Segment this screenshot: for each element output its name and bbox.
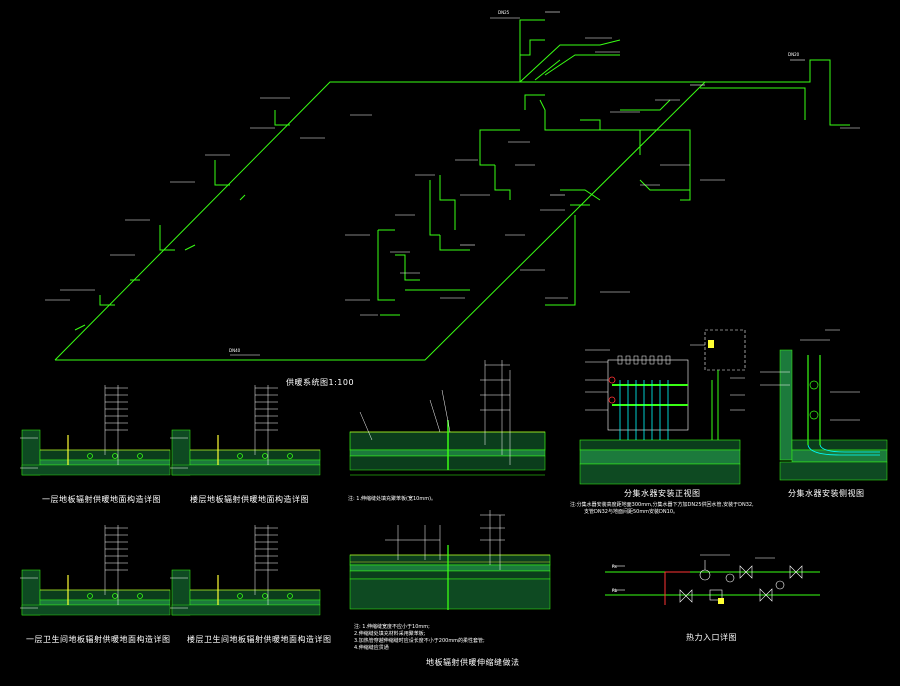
caption-manifold-side: 分集水器安装侧视图 [788, 489, 865, 498]
structural-slab [21, 604, 171, 616]
note-manifold: 注:分集水器安装高度距地面300mm,分集水器下方加DN25供回水管,安装于DN… [570, 502, 754, 516]
floor-detail-3 [20, 525, 171, 616]
structural-slab [171, 604, 321, 616]
heating-pipe [287, 593, 293, 599]
insulation-layer [39, 599, 171, 606]
manifold-front-view [579, 329, 746, 485]
structural-slab [171, 464, 321, 476]
caption-manifold-front: 分集水器安装正视图 [624, 489, 701, 498]
caption-pipe-joint: 地板辐射供暖伸缩缝做法 [426, 658, 520, 667]
heat-entry-diagram [605, 554, 820, 605]
heating-system-isometric [54, 19, 850, 361]
isometric-tags [45, 11, 860, 356]
caption-detail-2: 楼层地板辐射供暖地面构造详图 [190, 495, 309, 504]
note-joint-2-line-1: 注: 1.伸缩缝宽度不应小于10mm; [354, 624, 430, 630]
svg-text:DN20: DN20 [788, 52, 800, 57]
note-manifold-line-1: 注:分集水器安装高度距地面300mm,分集水器下方加DN25供回水管,安装于DN… [570, 502, 754, 508]
heating-pipe [137, 453, 143, 459]
heating-pipe [262, 593, 268, 599]
manifold-side-view [760, 329, 888, 481]
svg-text:DN40: DN40 [229, 348, 241, 353]
note-manifold-line-2: 支管DN32与地面间距50mm安装DN10。 [584, 509, 679, 515]
heating-pipe [112, 593, 118, 599]
insulation-layer [189, 459, 321, 466]
heating-pipe [287, 453, 293, 459]
svg-text:Rs: Rs [612, 564, 617, 569]
pipe-joint-section-2 [349, 510, 551, 610]
note-joint-2-line-4: 4.伸缩缝应贯通 [354, 645, 389, 651]
heating-pipe [87, 593, 93, 599]
insulation-layer [39, 459, 171, 466]
heating-pipe [262, 453, 268, 459]
heating-pipe [237, 453, 243, 459]
structural-slab [21, 464, 171, 476]
heating-pipe [137, 593, 143, 599]
caption-detail-4: 楼层卫生间地板辐射供暖地面构造详图 [187, 635, 332, 644]
caption-detail-1: 一层地板辐射供暖地面构造详图 [42, 495, 161, 504]
note-joint-1: 注: 1.伸缩缝处填充聚苯板(宽10mm)。 [348, 496, 437, 502]
svg-text:Rb: Rb [612, 588, 618, 593]
insulation-layer [189, 599, 321, 606]
note-joint-2: 注: 1.伸缩缝宽度不应小于10mm; 2.伸缩缝处填充材料采用聚苯板; 3.加… [354, 624, 485, 652]
floor-detail-2 [170, 385, 321, 476]
caption-detail-3: 一层卫生间地板辐射供暖地面构造详图 [26, 635, 171, 644]
floor-detail-1 [20, 385, 171, 476]
heating-pipe [87, 453, 93, 459]
caption-system-plan: 供暖系统图1:100 [286, 378, 355, 387]
note-joint-2-line-3: 3.加热管穿越伸缩缝时应设长度不小于200mm的柔性套管; [354, 638, 485, 644]
pipe-id-tags: DN40 Rs Rb DN25 DN20 [229, 10, 800, 593]
floor-detail-4 [170, 525, 321, 616]
heating-pipe [237, 593, 243, 599]
floor-section-details [20, 385, 321, 616]
pipe-joint-section-1 [349, 360, 546, 476]
heating-pipe [112, 453, 118, 459]
caption-heat-entry: 热力入口详图 [686, 633, 737, 642]
note-joint-2-line-2: 2.伸缩缝处填充材料采用聚苯板; [354, 631, 426, 637]
svg-text:DN25: DN25 [498, 10, 510, 15]
